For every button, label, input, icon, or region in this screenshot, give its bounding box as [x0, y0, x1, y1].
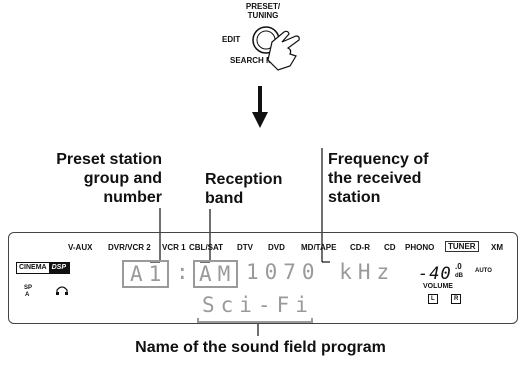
volume-label: VOLUME — [423, 283, 453, 290]
input-cd: CD — [384, 243, 396, 252]
left-channel-indicator: L — [428, 294, 438, 304]
search-mode-label: SEARCH MODE — [230, 56, 291, 65]
sp-a-indicator: A — [25, 292, 30, 298]
frequency-display: 1070 kHz — [246, 260, 396, 284]
pressing-hand-icon — [267, 30, 300, 71]
input-xm: XM — [491, 243, 503, 252]
preset-callout-line3: number — [103, 189, 162, 206]
volume-value: -40 — [418, 264, 452, 284]
frequency-callout-line2: the received — [328, 170, 422, 187]
preset-tuning-knob-icon[interactable] — [238, 20, 308, 75]
volume-decimal: .0 — [455, 262, 462, 271]
dsp-logo-text: DSP — [48, 263, 70, 273]
frequency-callout: Frequency of the received station — [328, 150, 428, 207]
down-arrow-icon — [252, 86, 268, 128]
frequency-callout-line1: Frequency of — [328, 151, 429, 168]
sp-indicator: SP — [24, 285, 33, 291]
preset-display: A1 — [122, 260, 170, 288]
input-dvr-vcr2: DVR/VCR 2 — [108, 243, 151, 252]
input-cbl-sat: CBL/SAT — [189, 243, 224, 252]
cinema-logo-text: CINEMA — [19, 264, 47, 271]
knob-title-line1: PRESET/ — [245, 2, 281, 11]
input-cd-r: CD-R — [350, 243, 370, 252]
frequency-callout-line3: station — [328, 189, 381, 206]
knob-title-line2: TUNING — [247, 11, 279, 20]
knob-title: PRESET/ TUNING — [228, 2, 298, 20]
input-phono: PHONO — [405, 243, 435, 252]
auto-indicator: AUTO — [475, 268, 492, 274]
preset-separator: : — [176, 260, 195, 284]
sound-field-callout: Name of the sound field program — [135, 339, 386, 356]
input-tuner: TUNER — [445, 241, 479, 252]
headphone-icon — [56, 286, 68, 295]
input-dtv: DTV — [237, 243, 253, 252]
volume-unit: dB — [455, 273, 463, 279]
preset-callout: Preset station group and number — [40, 150, 162, 207]
cinema-dsp-logo: CINEMA DSP — [16, 262, 71, 274]
input-v-aux: V-AUX — [68, 243, 93, 252]
preset-callout-line2: group and — [83, 170, 162, 187]
reception-callout-line2: band — [205, 190, 244, 207]
reception-callout-line1: Reception — [205, 171, 283, 188]
edit-label: EDIT — [222, 35, 241, 44]
preset-callout-line1: Preset station — [56, 151, 162, 168]
input-vcr1: VCR 1 — [162, 243, 186, 252]
sound-field-program-display: Sci-Fi — [202, 293, 314, 317]
front-panel-display — [8, 232, 518, 324]
input-md-tape: MD/TAPE — [301, 243, 337, 252]
reception-callout: Reception band — [205, 170, 282, 208]
right-channel-indicator: R — [451, 294, 462, 304]
band-display: AM — [193, 260, 239, 288]
input-dvd: DVD — [268, 243, 285, 252]
program-bracket — [197, 318, 313, 323]
